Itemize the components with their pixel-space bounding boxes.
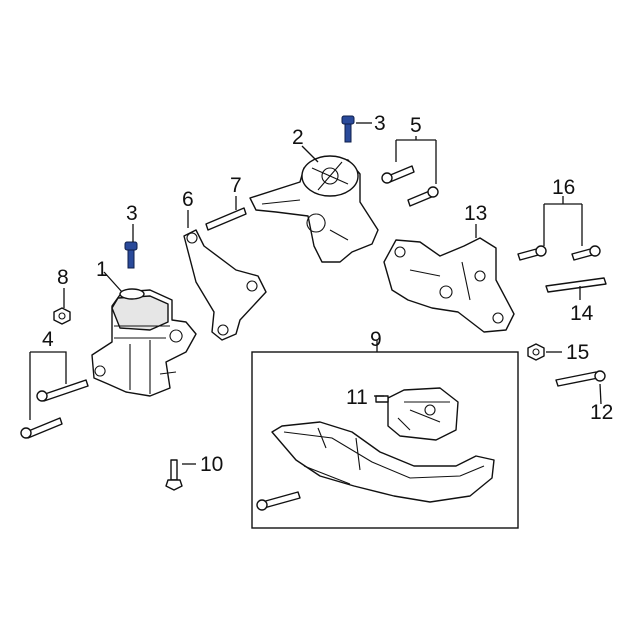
- part-9-bolt: [256, 491, 301, 511]
- callout-5: 5: [410, 114, 422, 137]
- callout-labels: 1 2 3 3 4 5 6 7 8 9 10 11 12 13 14 15 16: [42, 112, 613, 476]
- leader-lines: [29, 122, 602, 465]
- part-12-bolt: [555, 370, 606, 387]
- callout-1: 1: [96, 258, 108, 281]
- part-7-stud: [205, 207, 247, 231]
- part-8-nut: [53, 307, 71, 325]
- part-9-group-box: [251, 351, 519, 529]
- callout-11: 11: [346, 386, 368, 409]
- callout-3-left: 3: [126, 202, 138, 225]
- callout-4: 4: [42, 328, 54, 351]
- callout-15: 15: [566, 341, 589, 364]
- callout-10: 10: [200, 453, 223, 476]
- callout-13: 13: [464, 202, 487, 225]
- part-9-skid-plate: [271, 421, 495, 503]
- part-4-bolts: [20, 379, 89, 439]
- callout-2: 2: [292, 126, 304, 149]
- part-16-bolts: [517, 245, 601, 261]
- callout-16: 16: [552, 176, 575, 199]
- callout-6: 6: [182, 188, 194, 211]
- part-6-bracket: [183, 229, 267, 341]
- callout-12: 12: [590, 401, 613, 424]
- part-15-nut: [527, 343, 545, 361]
- part-10-bolt: [165, 459, 183, 491]
- part-2-engine-mount: [249, 155, 379, 263]
- part-14-stud: [545, 277, 607, 293]
- part-5-bolts: [381, 165, 439, 207]
- part-3-bolt-top: [341, 115, 355, 143]
- callout-3-top: 3: [374, 112, 386, 135]
- callout-7: 7: [230, 174, 242, 197]
- part-11-bracket: [375, 387, 459, 441]
- callout-14: 14: [570, 302, 594, 325]
- callout-9: 9: [370, 328, 382, 351]
- part-1-engine-mount: [91, 288, 197, 397]
- part-3-bolt-left: [124, 241, 138, 269]
- callout-8: 8: [57, 266, 69, 289]
- part-13-bracket: [383, 237, 515, 333]
